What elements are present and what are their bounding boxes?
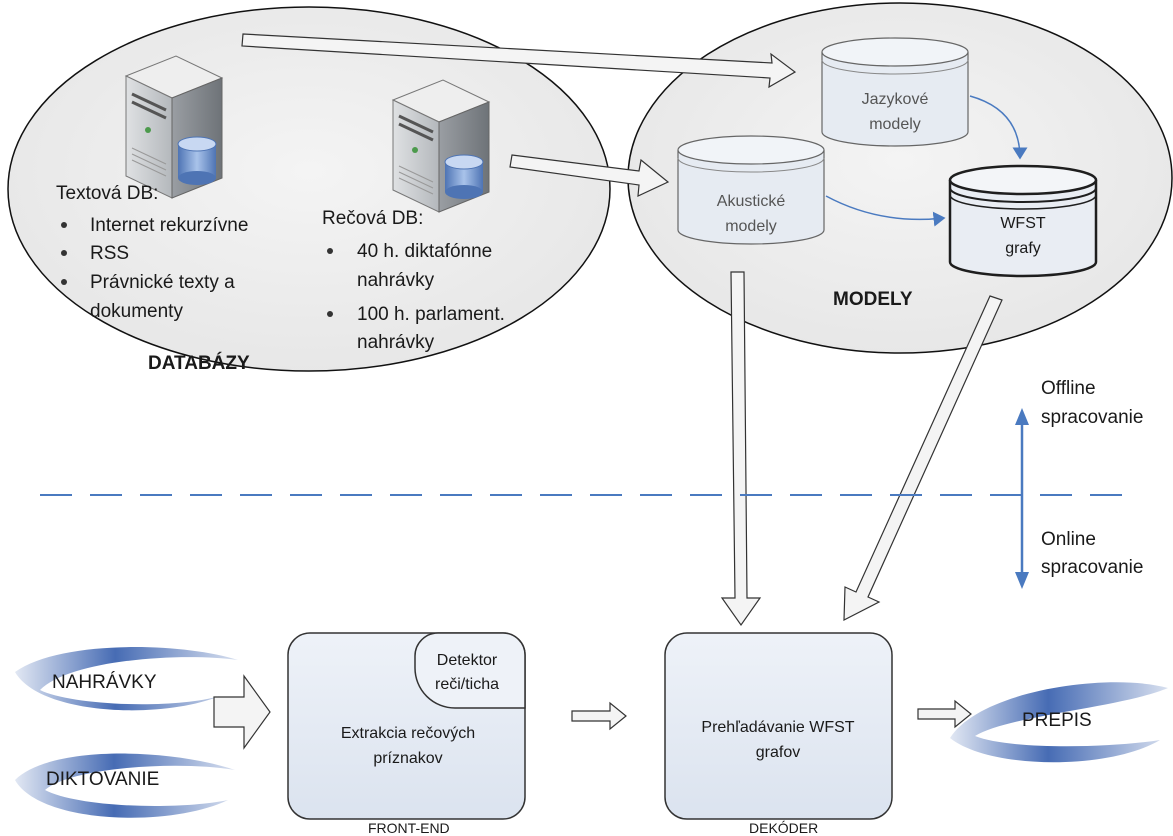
detector-label: reči/ticha	[435, 676, 499, 693]
language-to-wfst-arrow	[969, 95, 1028, 160]
acoustic-models-label: Akustické	[717, 193, 786, 210]
input-nahravky: NAHRÁVKY	[52, 672, 157, 693]
speech-db-item: nahrávky	[357, 332, 435, 353]
frontend-body-label: príznakov	[373, 750, 442, 767]
detector-label: Detektor	[437, 652, 498, 669]
bullet	[61, 222, 67, 228]
bullet	[327, 248, 333, 254]
speech-db-server-icon	[391, 79, 491, 213]
decoder-body-label: Prehľadávanie WFST	[701, 719, 854, 736]
wfst-graphs-label: grafy	[1005, 240, 1041, 257]
text-db-item: RSS	[90, 243, 129, 264]
models-title: MODELY	[833, 289, 913, 310]
frontend-to-decoder-arrow	[571, 701, 627, 731]
bullet	[327, 311, 333, 317]
online-label: Online	[1041, 529, 1096, 550]
acoustic-to-decoder-arrow	[720, 271, 762, 627]
decoder-to-output-arrow	[917, 699, 972, 729]
arrow-down-icon	[1015, 572, 1029, 589]
detector-subbox	[414, 632, 526, 709]
decoder-body-label: grafov	[756, 744, 800, 761]
output-prepis: PREPIS	[1022, 710, 1092, 731]
databases-title: DATABÁZY	[148, 352, 250, 374]
text-db-item: Právnické texty a	[90, 272, 235, 293]
acoustic-to-wfst-arrow	[825, 195, 946, 227]
nahravky-swoosh	[15, 647, 238, 711]
input-diktovanie: DIKTOVANIE	[46, 769, 159, 790]
arrow-up-icon	[1015, 408, 1029, 425]
acoustic-models-label: modely	[725, 218, 777, 235]
speech-db-item: nahrávky	[357, 270, 435, 291]
offline-label: Offline	[1041, 378, 1096, 399]
speech-db-item: 100 h. parlament.	[357, 304, 505, 325]
diktovanie-swoosh	[15, 753, 235, 818]
bullet	[61, 279, 67, 285]
input-arrow	[213, 674, 271, 750]
wfst-graphs-cylinder: WFST grafy	[948, 164, 1098, 278]
frontend-body-label: Extrakcia rečových	[341, 725, 475, 742]
wfst-graphs-label: WFST	[1000, 215, 1046, 232]
text-db-item: Internet rekurzívne	[90, 215, 248, 236]
prepis-swoosh	[950, 682, 1168, 763]
db-to-language-arrow	[241, 33, 797, 89]
acoustic-models-cylinder: Akustické modely	[677, 135, 825, 245]
text-db-label: Textová DB:	[56, 183, 158, 204]
online-label: spracovanie	[1041, 557, 1143, 578]
wfst-to-decoder-arrow	[843, 295, 1003, 621]
decoder-caption: DEKÓDER	[749, 820, 818, 836]
text-db-server-icon	[124, 55, 224, 199]
decoder-box	[664, 632, 893, 820]
frontend-caption: FRONT-END	[368, 820, 450, 836]
speech-db-item: 40 h. diktafónne	[357, 241, 492, 262]
offline-label: spracovanie	[1041, 407, 1143, 428]
language-models-cylinder: Jazykové modely	[821, 37, 969, 147]
language-models-label: modely	[869, 116, 921, 133]
language-models-label: Jazykové	[862, 91, 929, 108]
db-to-acoustic-arrow	[509, 154, 670, 197]
speech-db-label: Rečová DB:	[322, 208, 423, 229]
bullet	[61, 250, 67, 256]
text-db-item: dokumenty	[90, 301, 183, 322]
